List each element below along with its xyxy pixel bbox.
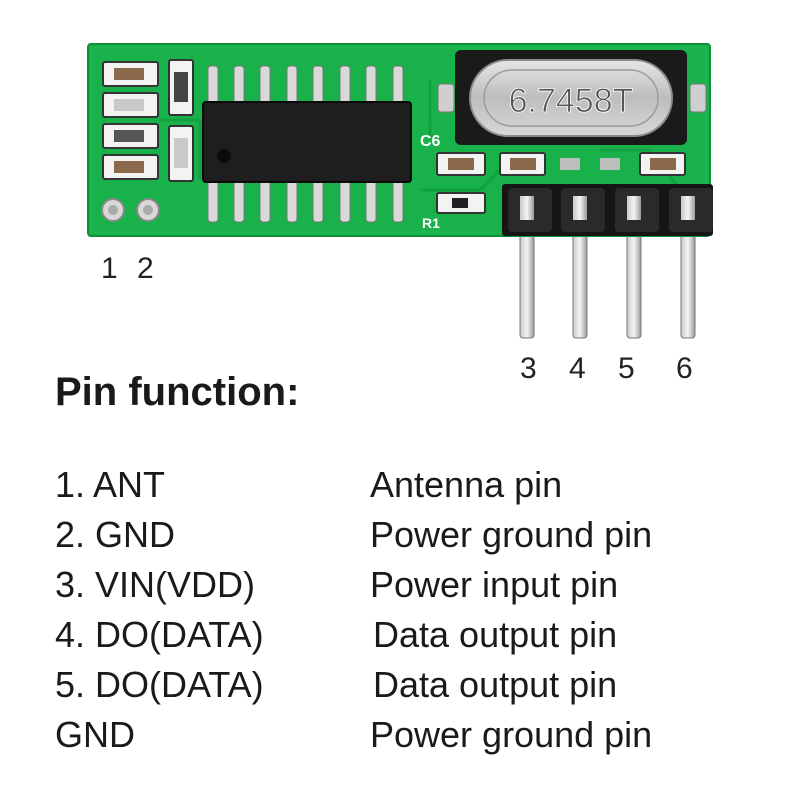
pin-description: Data output pin [373,614,618,655]
pin-function-heading: Pin function: [55,370,300,414]
header-pins [519,209,696,339]
pin-row: 2. GND Power ground pin [55,512,775,558]
solder-pads [101,198,160,222]
pin-number-4: 4 [569,352,586,385]
silkscreen-c6: C6 [420,133,441,150]
pin-number-5: 5 [618,352,635,385]
rf-receiver-module-illustration: C6 R1 6.7458T [87,43,713,339]
pin-number-6: 6 [676,352,693,385]
pin-number-2: 2 [137,252,154,285]
smd-components-right [436,152,686,214]
crystal-oscillator: 6.7458T [437,50,707,145]
pin-description: Power ground pin [370,514,653,555]
pin-number-3: 3 [520,352,537,385]
pin-row: GND Power ground pin [55,712,775,758]
header-connector [502,184,713,236]
pin-name: 2. GND [55,514,176,555]
pcb-traces [160,80,682,192]
pin-description: Antenna pin [370,464,563,505]
pin-description: Power input pin [370,564,619,605]
pin-name: 5. DO(DATA) [55,664,264,705]
pin-description: Power ground pin [370,714,653,755]
pin-name: 4. DO(DATA) [55,614,264,655]
pin-name: 1. ANT [55,464,166,505]
pin-number-1: 1 [101,252,118,285]
silkscreen-r1: R1 [422,215,440,231]
pin-row: 4. DO(DATA) Data output pin [55,612,775,658]
pin-name: 3. VIN(VDD) [55,564,256,605]
pin-description: Data output pin [373,664,618,705]
smd-components-left [102,59,194,182]
pin-row: 3. VIN(VDD) Power input pin [55,562,775,608]
pin-name: GND [55,714,135,755]
pin-row: 1. ANT Antenna pin [55,462,775,508]
ic-chip [202,65,412,223]
pin-row: 5. DO(DATA) Data output pin [55,662,775,708]
crystal-frequency-label: 6.7458T [509,82,634,120]
